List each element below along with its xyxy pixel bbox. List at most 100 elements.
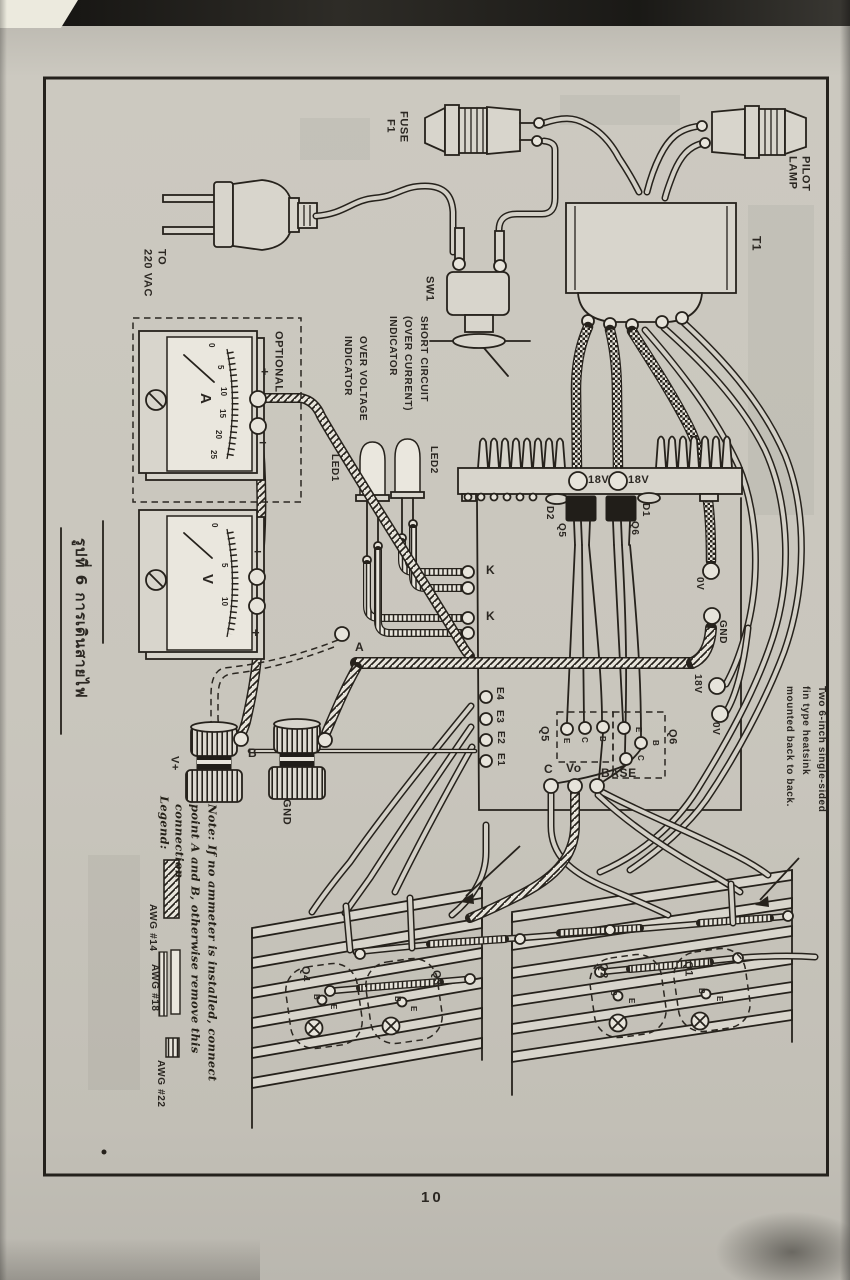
transformer-label: T1	[749, 236, 764, 252]
q2-pin-e: E	[626, 998, 636, 1004]
vplus-post-label: V+	[168, 756, 181, 771]
voltmeter-plus: +	[252, 625, 261, 640]
heatsink-note-2: fin type heatsink	[800, 686, 812, 776]
left-edge-shadow	[0, 0, 7, 1280]
q4-pin-e: E	[328, 1004, 338, 1010]
q5-pads-label: Q5	[538, 726, 551, 742]
heatsink-note-1: Two 6-inch single-sided	[816, 686, 828, 813]
regulator-q5	[565, 495, 597, 546]
voltmeter	[138, 509, 266, 660]
mains-label-1: TO	[155, 249, 168, 266]
e4-label: E4	[494, 687, 506, 701]
q6-pin-c: C	[635, 755, 645, 761]
legend-awg18-label: AWG #18	[149, 964, 161, 1012]
q5-pin-c: C	[579, 737, 589, 743]
output-heatsink-right	[511, 868, 793, 1096]
led1-label: LED1	[329, 454, 341, 482]
c-terminal-label: C	[544, 762, 554, 776]
pilot-lamp-label-2: LAMP	[786, 156, 799, 190]
ammeter-scale-0: 0	[206, 343, 216, 348]
legend-title: Legend:	[157, 796, 172, 850]
mains-label-2: 220 VAC	[141, 249, 154, 298]
fins-left	[477, 437, 566, 469]
led-indicators	[355, 438, 475, 640]
transformer-secondary-wires	[596, 319, 805, 876]
base-terminal-label: BASE	[601, 766, 637, 780]
point-b-label: B	[248, 746, 258, 760]
e1-label: E1	[495, 753, 507, 767]
ammeter-letter: A	[196, 393, 214, 405]
stray-dot	[101, 1149, 107, 1155]
ammeter-minus: −	[259, 435, 268, 450]
q6-label: Q6	[629, 521, 641, 536]
e2-label: E2	[495, 731, 507, 745]
right-edge-shadow	[840, 0, 850, 1280]
emitter-base-wires	[308, 702, 772, 919]
mains-plug	[162, 179, 318, 251]
voltmeter-scale-0: 0	[209, 523, 219, 528]
voltmeter-letter: V	[198, 574, 216, 585]
page-number: 10	[421, 1189, 444, 1206]
legend-symbols	[158, 859, 181, 1058]
voltmeter-minus: −	[254, 544, 263, 559]
awg18-symbol	[158, 949, 181, 1017]
q3-pin-b: B	[392, 996, 402, 1002]
legend-awg14-label: AWG #14	[147, 904, 159, 952]
output-heatsink-left	[251, 886, 483, 1129]
k-label-top: K	[486, 563, 496, 577]
k-label-bottom: K	[486, 609, 496, 623]
ammeter	[138, 330, 267, 481]
power-cord	[312, 115, 643, 262]
voltmeter-scale-2: 10	[219, 597, 229, 607]
q5-pin-e: E	[561, 738, 571, 744]
vo-terminal-label: Vo	[566, 761, 582, 775]
pilot-lamp-label-1: PILOT	[799, 156, 812, 192]
ammeter-note-line-2: point A and B, otherwise remove this	[188, 804, 203, 1054]
awg14-symbol	[163, 859, 180, 919]
ov-top-label: 0V	[694, 577, 706, 591]
point-a-label: A	[355, 640, 365, 654]
diagram-frame	[43, 76, 829, 1177]
fins-right	[655, 435, 733, 469]
short-circuit-label-1: SHORT CIRCUIT	[418, 316, 430, 403]
v18-right-label: 18V	[692, 674, 704, 694]
pointer-arrows	[460, 845, 800, 907]
scan-top-shadow	[0, 0, 850, 26]
mount-screws	[304, 1011, 710, 1038]
scan-bleedthrough	[88, 95, 814, 1090]
gnd-post-label: GND	[280, 799, 293, 826]
rail-heatsink	[457, 435, 743, 546]
led2-label: LED2	[428, 446, 440, 474]
q1-pin-e: E	[714, 996, 724, 1002]
over-voltage-label-1: OVER VOLTAGE	[357, 336, 369, 422]
d2-label: D2	[544, 506, 556, 520]
q2-pin-b: B	[608, 990, 618, 996]
q3-pin-e: E	[408, 1006, 418, 1012]
ammeter-scale-4: 20	[213, 430, 223, 440]
q4-label: Q4	[299, 966, 312, 982]
fuse-holder	[424, 104, 545, 156]
optional-label: OPTIONAL	[272, 331, 285, 393]
ammeter-note-line-1: Note: If no ammeter is installed, connec…	[205, 804, 220, 1082]
transistor-link-rods	[316, 880, 819, 1008]
ammeter-note-line-3: connection.	[172, 804, 187, 883]
legend-awg22-label: AWG #22	[155, 1060, 167, 1108]
q3-label: Q3	[430, 970, 443, 986]
q6-pads-label: Q6	[666, 729, 679, 745]
over-voltage-label-2: INDICATOR	[342, 336, 354, 397]
short-circuit-label-2: (OVER CURRENT)	[402, 316, 414, 412]
gnd-binding-post	[268, 718, 333, 800]
heatsink-note-3: mounted back to back.	[784, 686, 796, 807]
ammeter-scale-1: 5	[215, 365, 225, 370]
q1-label: Q1	[682, 961, 695, 977]
gnd-right-label: GND	[717, 620, 729, 645]
short-circuit-label-3: INDICATOR	[387, 316, 399, 377]
q5-pin-b: B	[597, 736, 607, 742]
vplus-binding-post	[185, 721, 249, 803]
pilot-lamp-holder	[643, 105, 807, 202]
figure-caption-thai: รูปที่ 6 การเดินสายไฟ	[71, 538, 90, 699]
rail-18v-right-label: 18V	[628, 474, 650, 486]
q6-pin-e: E	[633, 727, 643, 733]
